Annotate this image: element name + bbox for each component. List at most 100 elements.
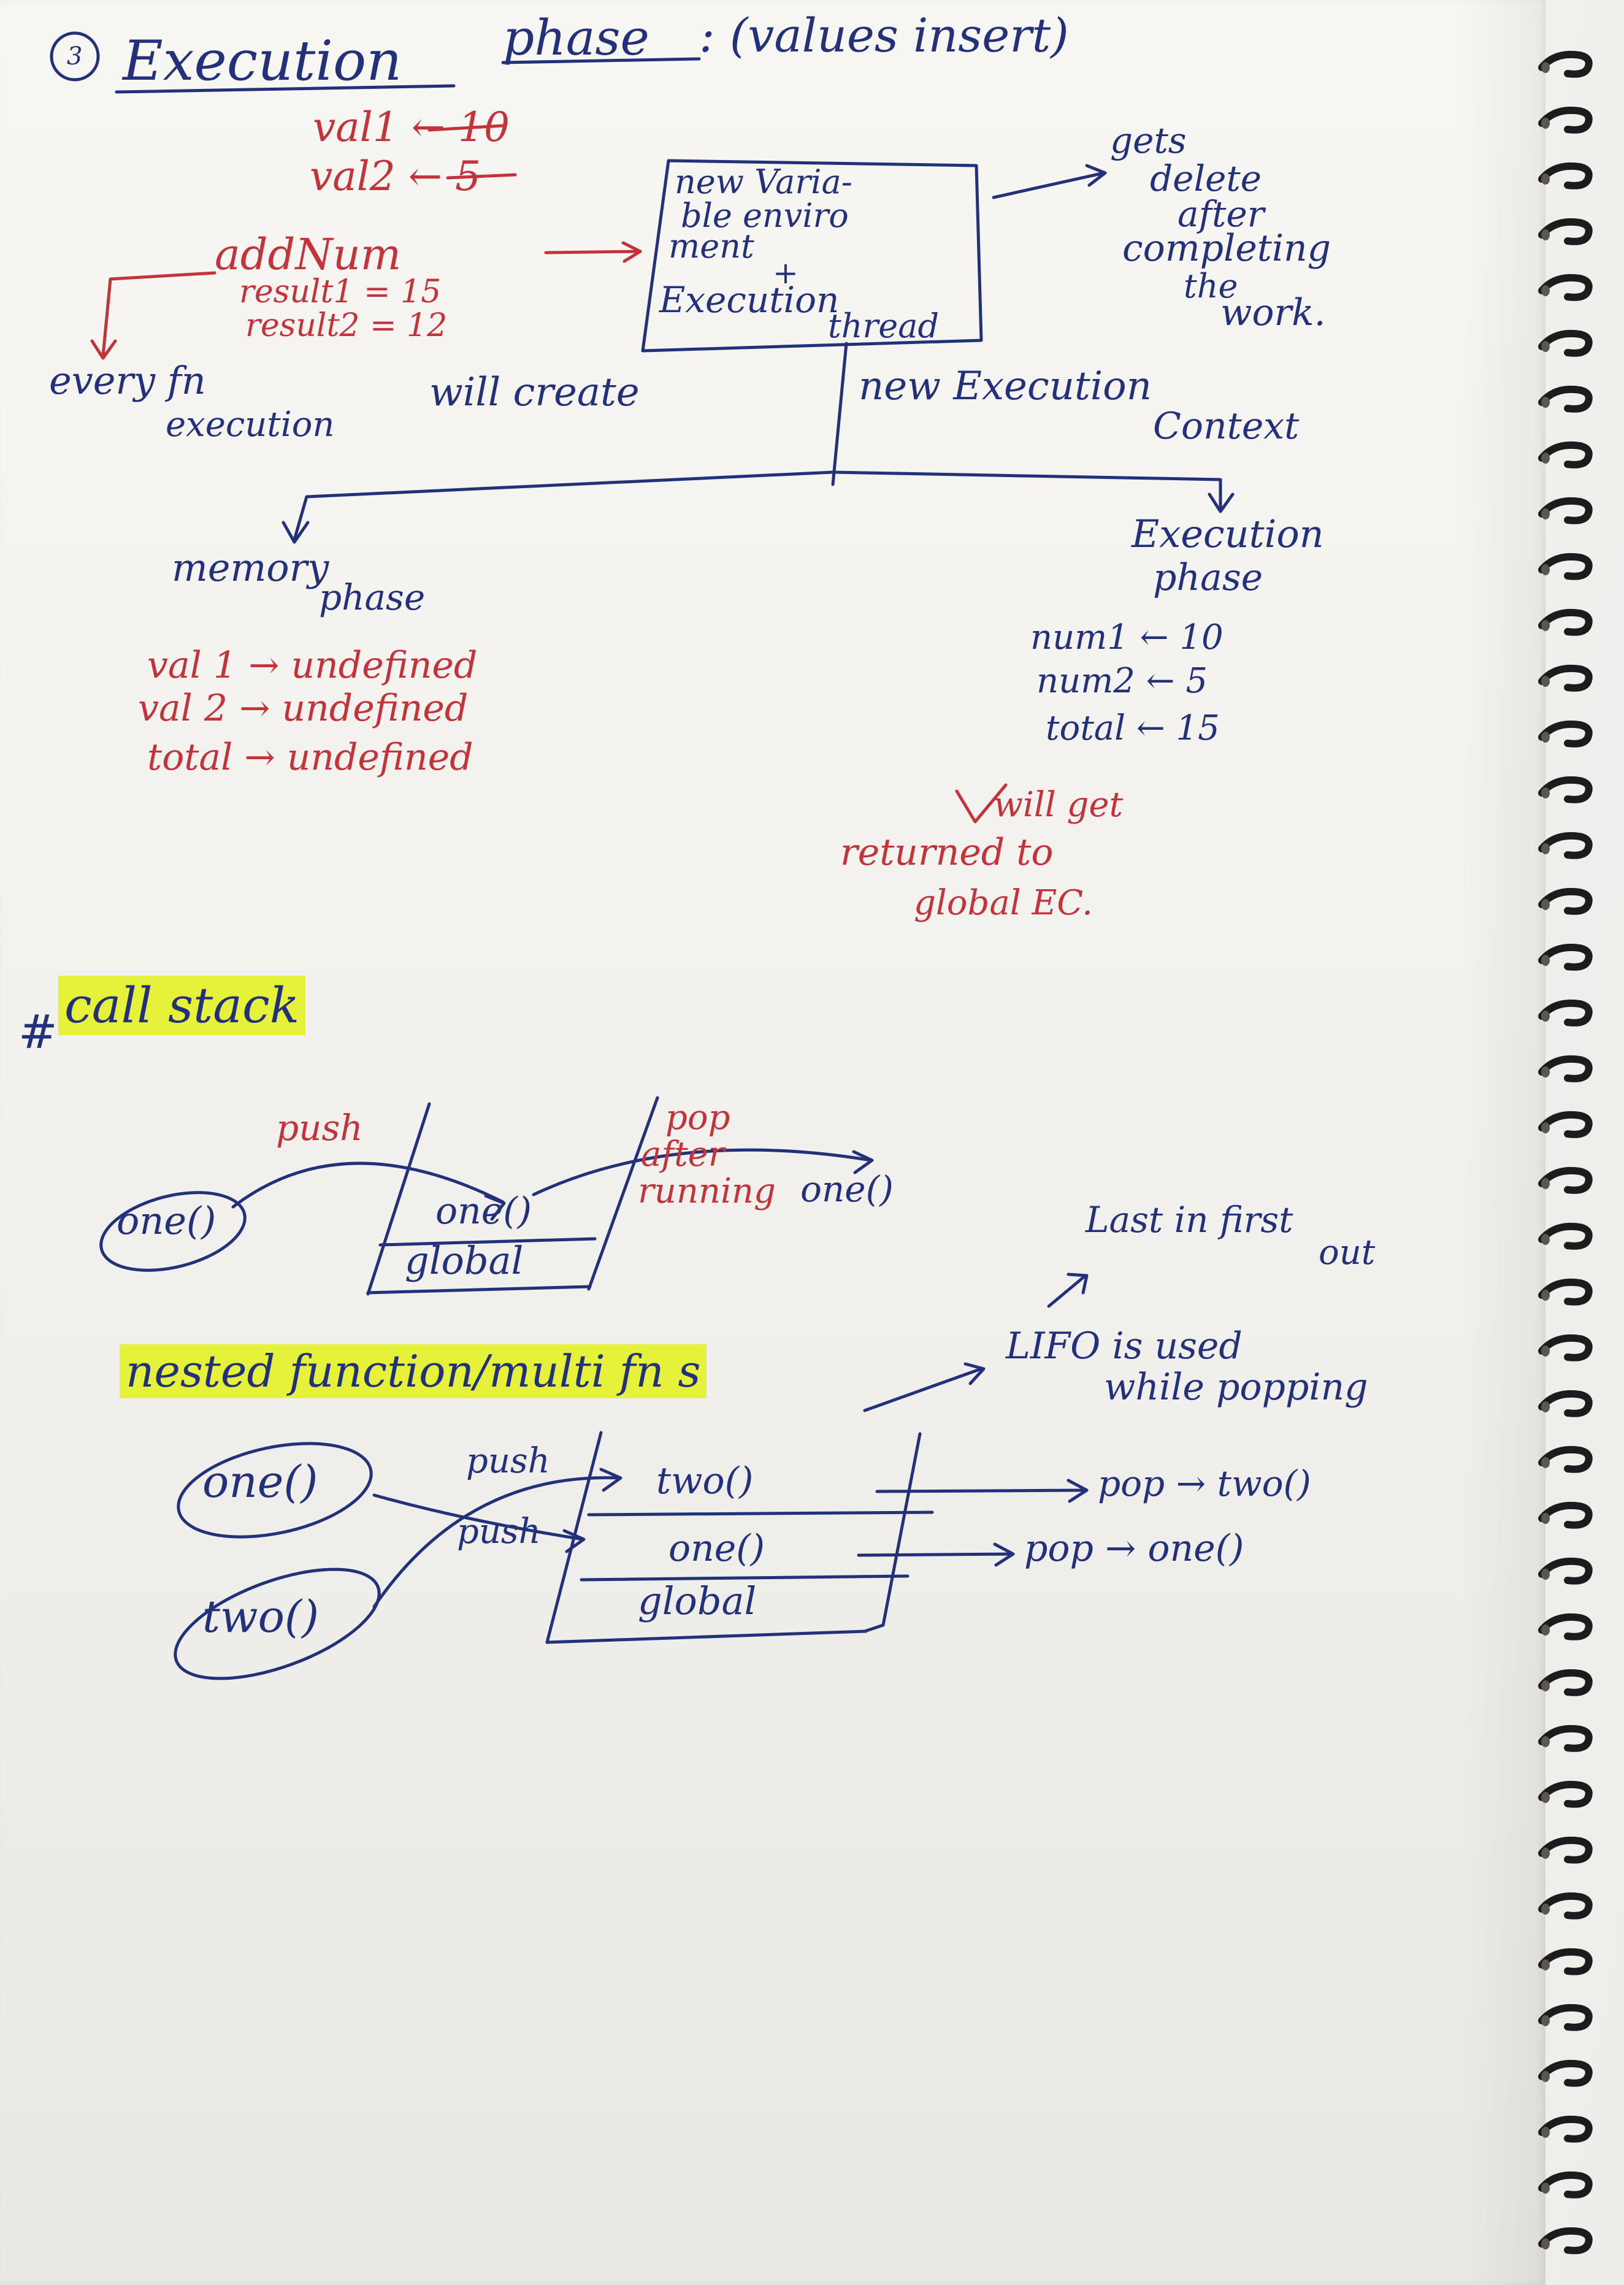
running-label: running (638, 1171, 776, 1211)
page-edge-shadow (1460, 0, 1545, 2285)
arrow-to-gets-delete (992, 171, 1106, 199)
binding-ring (1538, 385, 1593, 413)
nested-stack-global: global (638, 1579, 757, 1623)
push-label: push (276, 1107, 363, 1149)
every-bracket (101, 271, 216, 358)
nested-stack-divider-1 (587, 1510, 934, 1517)
last-in-first: Last in first (1086, 1199, 1293, 1241)
memory-label: memory (172, 545, 329, 590)
stack-divider (378, 1237, 597, 1247)
num1-assign: num1 ← 10 (1030, 618, 1224, 657)
binding-ring (1538, 1780, 1593, 1808)
box-line-4: Execution (659, 279, 840, 321)
memory-val1: val 1 → undefined (147, 644, 478, 687)
memory-phase-label: phase (319, 576, 426, 618)
binding-ring (1538, 1724, 1593, 1752)
nested-stack-one: one() (668, 1527, 765, 1570)
total-assign: total ← 15 (1046, 708, 1220, 748)
section-title-phase: phase (503, 9, 649, 66)
pop-two-label: pop → two() (1098, 1463, 1311, 1504)
every-line-1: every fn (49, 358, 206, 403)
binding-ring (1538, 2059, 1593, 2087)
call-stack-heading: call stack (58, 976, 306, 1035)
binding-ring (1538, 2171, 1593, 2199)
execution-box (641, 159, 983, 353)
binding-ring (1538, 1557, 1593, 1585)
global-ec: global EC. (914, 883, 1093, 923)
returned-check (955, 783, 1008, 824)
binding-ring (1538, 1669, 1593, 1696)
stack-left-wall (366, 1102, 431, 1296)
section-subtitle: : (values insert) (699, 8, 1069, 63)
lifo-line-2: while popping (1104, 1366, 1368, 1409)
nested-push-two (372, 1476, 621, 1609)
nested-push-2: push (457, 1512, 541, 1552)
lifo-arrow (863, 1367, 983, 1412)
box-line-1: new Varia- (675, 163, 852, 201)
binding-ring (1538, 1111, 1593, 1138)
stack-bottom-global: global (405, 1238, 524, 1283)
binding-ring (1538, 1892, 1593, 1919)
binding-ring (1538, 553, 1593, 580)
binding-ring (1538, 2227, 1593, 2254)
binding-ring (1538, 1948, 1593, 1975)
new-execution: new Execution (859, 364, 1152, 409)
gets-line-6: work. (1220, 291, 1326, 334)
branch-divider (831, 342, 848, 486)
binding-ring (1538, 1278, 1593, 1306)
box-line-5: thread (828, 307, 940, 345)
binding-ring (1538, 329, 1593, 357)
stack-right-wall (587, 1096, 659, 1291)
pop-label: pop (665, 1098, 730, 1138)
every-line-2: execution (166, 405, 335, 445)
memory-val2: val 2 → undefined (138, 687, 469, 730)
one-after-pop: one() (800, 1168, 894, 1210)
result1-assign: result1 = 15 (239, 274, 442, 310)
val2-arrow (446, 173, 517, 180)
binding-ring (1538, 106, 1593, 134)
num2-assign: num2 ← 5 (1036, 661, 1208, 701)
nested-stack-right (863, 1432, 922, 1633)
nested-heading-highlight: nested function/multi fn s (120, 1344, 707, 1398)
notebook-page (0, 0, 1545, 2285)
push-arrow (231, 1162, 505, 1209)
gets-line-2: delete (1150, 158, 1262, 199)
binding-ring (1538, 943, 1593, 971)
binding-ring (1538, 162, 1593, 189)
binding-ring (1538, 887, 1593, 915)
title-underline (115, 84, 456, 94)
binding-ring (1538, 2004, 1593, 2031)
gets-line-1: gets (1110, 120, 1187, 161)
section-title: Execution (123, 29, 402, 93)
memory-total: total → undefined (147, 736, 473, 779)
binding-ring (1538, 1836, 1593, 1864)
binding-ring (1538, 776, 1593, 803)
nested-stack-bottom (545, 1629, 868, 1644)
one-bubble-nested: one() (202, 1456, 318, 1507)
returned-to: returned to (840, 831, 1054, 874)
binding-ring (1538, 274, 1593, 301)
binding-ring (1538, 218, 1593, 245)
one-bubble: one() (117, 1198, 216, 1243)
binding-ring (1538, 608, 1593, 636)
gets-line-4: completing (1122, 227, 1331, 270)
addnum-arrow (544, 250, 640, 255)
val2-assign: val2 ← 5 (310, 153, 481, 200)
one-bubble-nested-outline (177, 1442, 373, 1539)
binding-ring (1538, 2115, 1593, 2143)
phase-underline (501, 57, 701, 64)
nested-push-one (372, 1493, 584, 1541)
nested-heading: nested function/multi fn s (120, 1344, 707, 1398)
binding-ring (1538, 1166, 1593, 1194)
addnum-label: addNum (215, 229, 402, 280)
binding-ring (1538, 1613, 1593, 1640)
nested-push-1: push (466, 1441, 550, 1481)
out-label: out (1319, 1233, 1376, 1273)
pop-one-label: pop → one() (1024, 1527, 1244, 1570)
binding-ring (1538, 720, 1593, 748)
stack-top-one: one() (435, 1190, 532, 1233)
result2-assign: result2 = 12 (245, 307, 448, 344)
box-line-3: ment (668, 227, 754, 266)
binding-ring (1538, 441, 1593, 469)
pop-arrow (532, 1148, 873, 1196)
